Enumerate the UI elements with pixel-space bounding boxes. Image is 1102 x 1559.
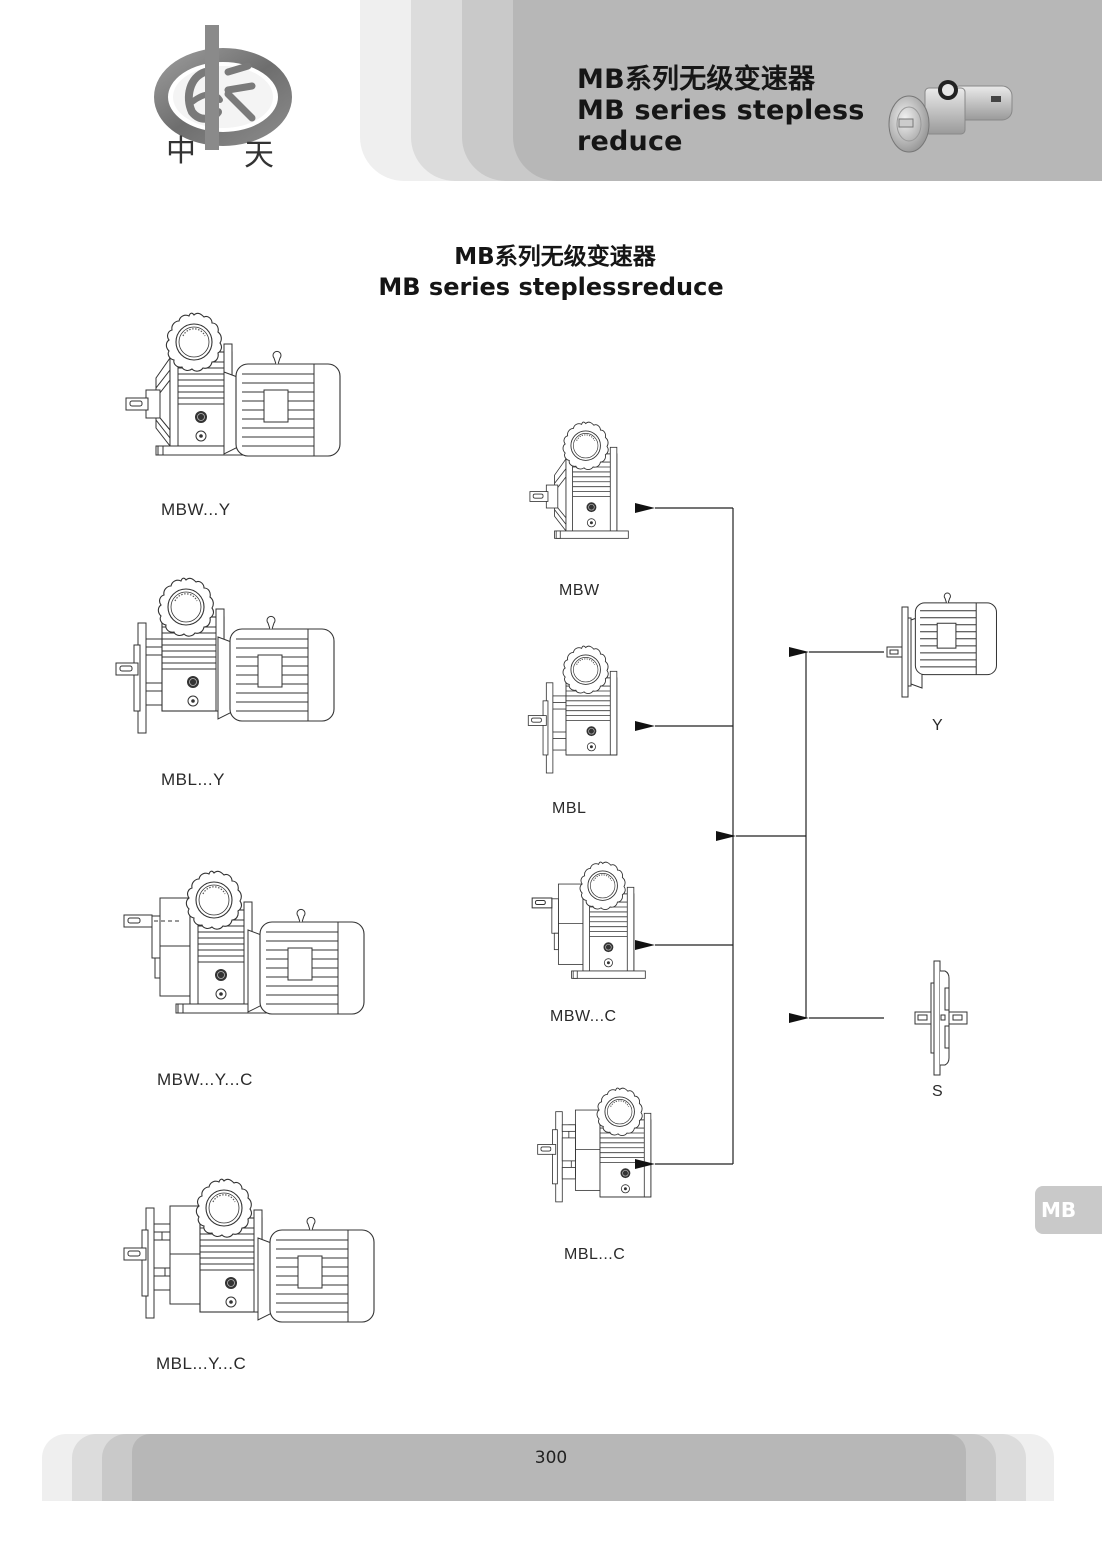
reducer-mbw-c [515,870,655,1020]
label-mbw-c: MBW...C [550,1008,617,1025]
page-number: 300 [534,1448,568,1468]
header-title-cn: MB系列无级变速器 [577,64,816,95]
side-tab-label: MB [1041,1198,1077,1222]
logo-char-zhong: 中 [166,134,196,169]
header-title: MB系列无级变速器 MB series stepless reduce [577,64,865,157]
label-s: S [932,1083,944,1100]
label-mbl-y: MBL...Y [161,770,225,789]
header-title-en-2: reduce [577,126,683,157]
header-title-en-1: MB series stepless [577,95,865,126]
section-title-cn: MB系列无级变速器 [454,244,656,270]
label-mbw-y: MBW...Y [161,500,231,519]
label-mbw-y-c: MBW...Y...C [157,1070,253,1089]
motor-y [880,600,1000,700]
section-title: MB系列无级变速器 MB series steplessreduce [0,242,1102,302]
label-mbl-y-c: MBL...Y...C [156,1354,247,1373]
side-tab-mb[interactable]: MB [1035,1186,1102,1234]
assembly-mbw-y-c [115,870,375,1030]
company-logo [150,22,300,167]
section-title-en: MB series steplessreduce [378,273,724,301]
label-mbl-c: MBL...C [564,1246,626,1263]
label-mbl: MBL [552,800,587,817]
label-y: Y [932,717,944,734]
footer-band-4 [132,1434,966,1501]
logo-char-tian: 天 [244,138,274,173]
input-flange-s [905,958,975,1078]
reducer-photo-icon [885,72,1020,157]
label-mbw: MBW [559,582,600,599]
